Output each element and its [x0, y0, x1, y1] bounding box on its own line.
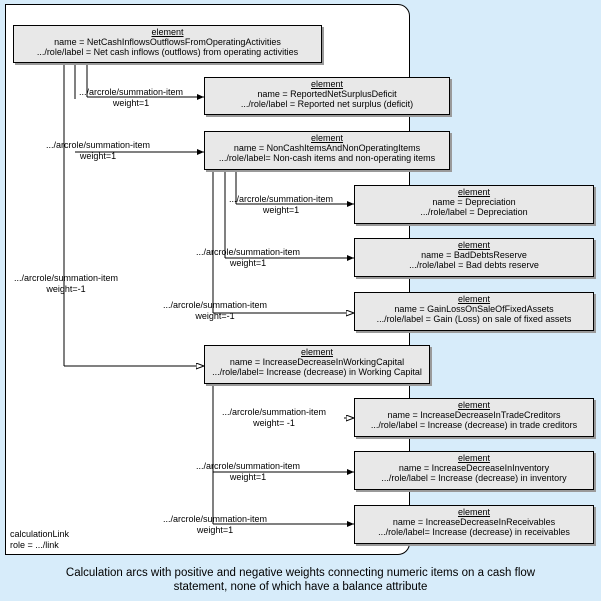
element-name: name = NetCashInflowsOutflowsFromOperati…: [54, 37, 281, 47]
arc-weight: weight= -1: [253, 418, 295, 428]
arc-role: .../arcrole/summation-item: [45, 140, 151, 150]
element-keyword: element: [457, 294, 491, 304]
arc-label-bad-debts-reserve: .../arcrole/summation-item weight=1: [190, 247, 306, 269]
arc-label-non-cash-items: .../arcrole/summation-item weight=1: [38, 140, 158, 162]
arc-role: .../arcrole/summation-item: [221, 407, 327, 417]
arc-label-trade-creditors: .../arcrole/summation-item weight= -1: [218, 407, 330, 429]
arc-label-reported-net-surplus: .../arcrole/summation-item weight=1: [75, 87, 187, 109]
element-name: name = IncreaseDecreaseInReceivables: [392, 517, 556, 527]
caption-line-2: statement, none of which have a balance …: [173, 581, 428, 593]
element-name: name = IncreaseDecreaseInTradeCreditors: [387, 410, 561, 420]
element-name: name = NonCashItemsAndNonOperatingItems: [233, 143, 421, 153]
arc-label-working-capital: .../arcrole/summation-item weight=-1: [8, 273, 124, 295]
arc-role: .../arcrole/summation-item: [162, 514, 268, 524]
arc-role: .../arcrole/summation-item: [78, 87, 184, 97]
element-name: name = IncreaseDecreaseInWorkingCapital: [229, 357, 405, 367]
element-node-bad-debts-reserve[interactable]: element name = BadDebtsReserve .../role/…: [354, 238, 594, 277]
arc-weight: weight=1: [196, 525, 234, 535]
element-keyword: element: [310, 79, 344, 89]
arc-role: .../arcrole/summation-item: [13, 273, 119, 283]
arc-role: .../arcrole/summation-item: [162, 300, 268, 310]
arc-weight: weight=-1: [195, 311, 235, 321]
element-node-depreciation[interactable]: element name = Depreciation .../role/lab…: [354, 185, 594, 224]
element-role-label: .../role/label = Increase (decrease) in …: [381, 473, 567, 483]
element-node-non-cash-items[interactable]: element name = NonCashItemsAndNonOperati…: [204, 131, 450, 170]
element-keyword: element: [300, 347, 334, 357]
element-role-label: .../role/label = Depreciation: [420, 207, 528, 217]
element-name: name = BadDebtsReserve: [421, 250, 527, 260]
element-node-gain-loss-fixed-assets[interactable]: element name = GainLossOnSaleOfFixedAsse…: [354, 292, 594, 331]
arc-weight: weight=-1: [46, 284, 86, 294]
arc-weight: weight=1: [112, 98, 150, 108]
element-keyword: element: [457, 453, 491, 463]
link-name: calculationLink: [10, 529, 70, 539]
element-name: name = IncreaseDecreaseInInventory: [398, 463, 550, 473]
element-role-label: .../role/label = Increase (decrease) in …: [370, 420, 578, 430]
element-name: name = GainLossOnSaleOfFixedAssets: [394, 304, 554, 314]
arc-role: .../arcrole/summation-item: [195, 247, 301, 257]
arc-label-inventory: .../arcrole/summation-item weight=1: [190, 461, 306, 483]
arc-label-receivables: .../arcrole/summation-item weight=1: [157, 514, 273, 536]
arc-label-gain-loss-fixed-assets: .../arcrole/summation-item weight=-1: [157, 300, 273, 322]
element-role-label: .../role/label= Increase (decrease) in W…: [212, 367, 422, 377]
element-keyword: element: [457, 400, 491, 410]
arc-label-depreciation: .../arcrole/summation-item weight=1: [225, 194, 337, 216]
element-role-label: .../role/label = Reported net surplus (d…: [240, 99, 414, 109]
element-role-label: .../role/label = Gain (Loss) on sale of …: [376, 314, 572, 324]
calculation-link-label: calculationLink role = .../link: [10, 529, 69, 551]
element-node-reported-net-surplus[interactable]: element name = ReportedNetSurplusDeficit…: [204, 77, 450, 115]
arc-weight: weight=1: [79, 151, 117, 161]
element-role-label: .../role/label= Non-cash items and non-o…: [218, 153, 436, 163]
arc-role: .../arcrole/summation-item: [195, 461, 301, 471]
element-keyword: element: [457, 240, 491, 250]
element-node-receivables[interactable]: element name = IncreaseDecreaseInReceiva…: [354, 505, 594, 544]
element-role-label: .../role/label = Net cash inflows (outfl…: [36, 47, 299, 57]
element-name: name = ReportedNetSurplusDeficit: [257, 89, 397, 99]
element-node-working-capital[interactable]: element name = IncreaseDecreaseInWorking…: [204, 345, 430, 384]
arc-weight: weight=1: [229, 258, 267, 268]
element-role-label: .../role/label= Increase (decrease) in r…: [378, 527, 570, 537]
element-keyword: element: [457, 507, 491, 517]
arc-role: .../arcrole/summation-item: [228, 194, 334, 204]
element-node-inventory[interactable]: element name = IncreaseDecreaseInInvento…: [354, 451, 594, 490]
element-keyword: element: [310, 133, 344, 143]
caption-line-1: Calculation arcs with positive and negat…: [65, 567, 536, 579]
arc-weight: weight=1: [262, 205, 300, 215]
element-keyword: element: [457, 187, 491, 197]
link-role: role = .../link: [10, 540, 59, 550]
element-name: name = Depreciation: [432, 197, 516, 207]
element-role-label: .../role/label = Bad debts reserve: [409, 260, 539, 270]
element-keyword: element: [151, 27, 184, 37]
figure-caption: Calculation arcs with positive and negat…: [0, 566, 601, 594]
element-node-net-cash[interactable]: element name = NetCashInflowsOutflowsFro…: [13, 25, 322, 63]
arc-weight: weight=1: [229, 472, 267, 482]
element-node-trade-creditors[interactable]: element name = IncreaseDecreaseInTradeCr…: [354, 398, 594, 437]
